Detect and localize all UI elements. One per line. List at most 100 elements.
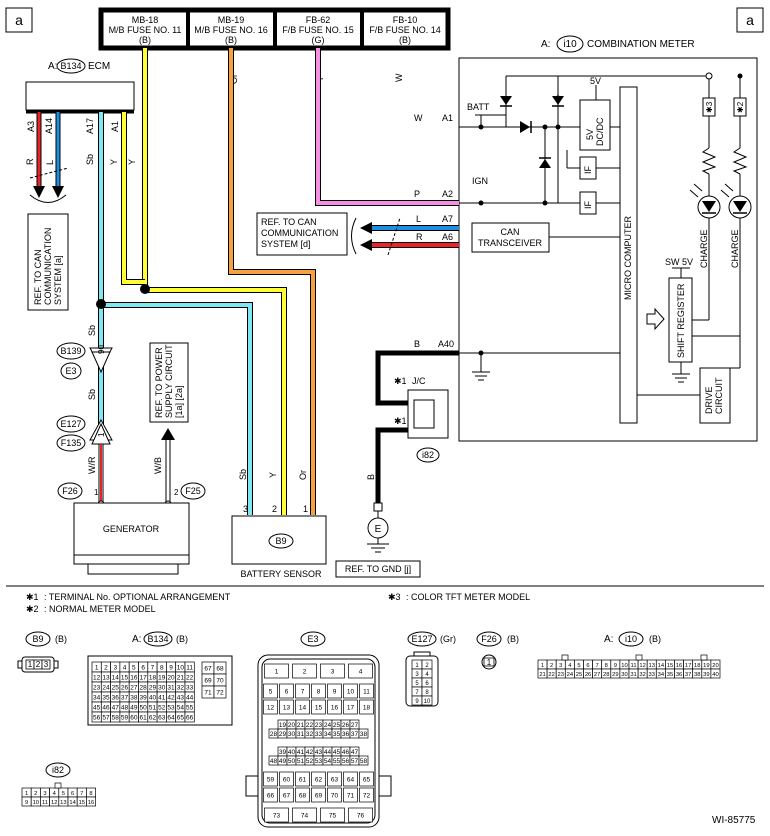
svg-text:Sb: Sb <box>238 469 248 480</box>
pin-cell <box>343 787 358 803</box>
pin-number: 5 <box>132 664 136 671</box>
svg-text:: TERMINAL No. OPTIONAL ARRANG: : TERMINAL No. OPTIONAL ARRANGEMENT <box>44 592 231 602</box>
pin-number: 2 <box>303 668 307 675</box>
pin-number: 74 <box>301 812 309 819</box>
pin-number: 34 <box>658 672 665 678</box>
pin-number: 1 <box>275 668 279 675</box>
svg-text:IGN: IGN <box>472 176 488 186</box>
pin-number: 1 <box>415 663 419 669</box>
pin-number: 58 <box>360 758 368 765</box>
pin-cell <box>343 683 358 699</box>
pin-number: 4 <box>359 668 363 675</box>
pin-number: 28 <box>140 684 148 691</box>
pin-cell <box>292 807 317 823</box>
pin-number: 63 <box>158 714 166 721</box>
pin-number: 14 <box>299 704 307 711</box>
svg-text:Y: Y <box>127 159 137 165</box>
svg-text:✱2: ✱2 <box>26 604 39 614</box>
svg-text:Sb: Sb <box>85 154 95 165</box>
pin-number: 16 <box>331 704 339 711</box>
pin-number: 63 <box>331 776 339 783</box>
pin-number: 31 <box>630 672 636 678</box>
svg-text:1: 1 <box>303 504 308 514</box>
pin-number: 32 <box>639 672 645 678</box>
pin-number: 10 <box>33 800 39 806</box>
view-f26: F26 (B) 1 <box>476 631 519 670</box>
svg-text:CHARGE: CHARGE <box>730 229 740 268</box>
pin-number: 69 <box>204 677 212 684</box>
pin-cell <box>348 663 373 679</box>
pin-number: 44 <box>186 694 194 701</box>
pin-number: 29 <box>279 731 287 738</box>
pin-number: 14 <box>69 800 76 806</box>
svg-text:A:: A: <box>48 61 57 72</box>
svg-text:SYSTEM [d]: SYSTEM [d] <box>261 239 311 249</box>
svg-text:5V: 5V <box>585 129 595 140</box>
pin-number: 14 <box>658 663 665 669</box>
svg-text:A3: A3 <box>26 121 36 132</box>
pin-number: 62 <box>149 714 157 721</box>
pin-number: 13 <box>60 800 66 806</box>
pin-number: 66 <box>267 792 275 799</box>
pin-number: 6 <box>425 681 429 687</box>
pin-cell <box>295 683 310 699</box>
svg-text:IF: IF <box>583 165 593 174</box>
pin-number: 28 <box>270 731 278 738</box>
pin-number: 3 <box>331 668 335 675</box>
resistors <box>701 147 748 175</box>
pin-number: 56 <box>93 714 101 721</box>
pin-number: 7 <box>415 690 419 696</box>
pin-number: 38 <box>360 731 368 738</box>
svg-text:F25: F25 <box>185 486 201 496</box>
pin-number: 60 <box>130 714 138 721</box>
svg-text:F/B FUSE NO. 15: F/B FUSE NO. 15 <box>282 25 354 35</box>
svg-text:REF. TO POWER: REF. TO POWER <box>154 347 164 418</box>
svg-text:W: W <box>414 113 423 123</box>
pin-number: 15 <box>315 704 323 711</box>
meter-title: A: i10 COMBINATION METER <box>541 35 695 53</box>
pin-number: 34 <box>93 694 101 701</box>
pin-cell <box>311 787 326 803</box>
svg-text:B134: B134 <box>147 634 168 644</box>
svg-text:: NORMAL METER MODEL: : NORMAL METER MODEL <box>44 604 156 614</box>
pin-number: 1 <box>25 791 28 797</box>
svg-text:DRIVE: DRIVE <box>704 386 714 414</box>
ecm-pin-labels: A3 A14 A17 A1 R L Sb Y Y <box>25 118 137 165</box>
pin-number: 29 <box>612 672 618 678</box>
pin-number: 7 <box>301 688 305 695</box>
pin-number: 72 <box>216 689 224 696</box>
pin-number: 6 <box>285 688 289 695</box>
svg-text:M/B FUSE NO. 11: M/B FUSE NO. 11 <box>109 25 182 35</box>
svg-text:F26: F26 <box>62 486 78 496</box>
pin-number: 27 <box>594 672 600 678</box>
pin-cell <box>359 771 374 787</box>
connector-key <box>635 654 643 661</box>
pin-number: 65 <box>177 714 185 721</box>
pin-number: 11 <box>186 664 193 671</box>
pin-number: 31 <box>297 731 305 738</box>
shift-register: SW 5V SHIFT REGISTER <box>646 257 693 363</box>
wire-cyan-sb <box>96 112 253 515</box>
pin-number: 60 <box>283 776 291 783</box>
pin-number: 50 <box>288 758 296 765</box>
star3-block: ✱3 <box>702 97 716 117</box>
pin-number: 23 <box>558 672 564 678</box>
pin-number: 76 <box>357 812 365 819</box>
fuse-mb19: MB-19 M/B FUSE NO. 16 (B) <box>194 15 268 45</box>
pin-cell <box>358 755 369 766</box>
ground-ref: REF. TO GND [j] <box>335 560 421 578</box>
pin-number: 19 <box>279 722 287 729</box>
pin-number: 48 <box>121 704 129 711</box>
pin-number: 67 <box>283 792 291 799</box>
svg-text:Y: Y <box>109 159 119 165</box>
svg-text:E127: E127 <box>411 634 432 644</box>
pin-number: 12 <box>93 674 101 681</box>
wire-yellow-mb18 <box>121 48 287 515</box>
svg-text:REF. TO CAN: REF. TO CAN <box>33 249 43 305</box>
pin-number: 3 <box>415 672 419 678</box>
svg-text:REF. TO CAN: REF. TO CAN <box>261 217 317 227</box>
pin-number: 20 <box>712 663 718 669</box>
pin-cell <box>348 807 373 823</box>
pin-number: 12 <box>639 663 645 669</box>
